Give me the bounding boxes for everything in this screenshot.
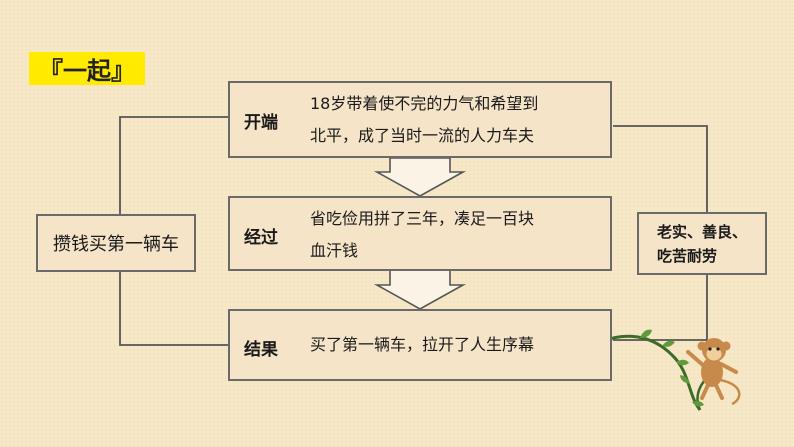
- monkey-icon: [599, 329, 741, 411]
- stage-text-result: 买了第一辆车，拉开了人生序幕: [310, 329, 534, 361]
- down-arrow-2: [373, 269, 467, 310]
- stage-box-beginning: 开端 18岁带着使不完的力气和希望到 北平，成了当时一流的人力车夫: [228, 81, 612, 158]
- stage-label-process: 经过: [244, 228, 278, 248]
- stage-text-line: 买了第一辆车，拉开了人生序幕: [310, 335, 535, 354]
- right-traits-box: 老实、善良、 吃苦耐劳: [637, 212, 767, 275]
- stage-text-line: 18岁带着使不完的力气和希望到: [310, 94, 539, 113]
- left-summary-box: 攒钱买第一辆车: [36, 214, 196, 272]
- stage-box-process: 经过 省吃俭用拼了三年，凑足一百块 血汗钱: [228, 196, 612, 271]
- stage-box-result: 结果 买了第一辆车，拉开了人生序幕: [228, 309, 612, 381]
- stage-text-line: 血汗钱: [310, 241, 359, 260]
- stage-text-beginning: 18岁带着使不完的力气和希望到 北平，成了当时一流的人力车夫: [310, 88, 538, 152]
- stage-text-process: 省吃俭用拼了三年，凑足一百块 血汗钱: [310, 203, 534, 267]
- stage-label-beginning: 开端: [244, 113, 278, 133]
- stage-label-result: 结果: [244, 340, 278, 360]
- stage-text-line: 北平，成了当时一流的人力车夫: [310, 126, 535, 145]
- stage-text-line: 省吃俭用拼了三年，凑足一百块: [310, 209, 535, 228]
- section-title-tag: 『一起』: [29, 52, 145, 85]
- down-arrow-1: [373, 157, 467, 197]
- traits-line: 吃苦耐劳: [656, 246, 717, 265]
- traits-line: 老实、善良、: [656, 222, 747, 241]
- left-summary-text: 攒钱买第一辆车: [53, 234, 179, 255]
- right-traits-text: 老实、善良、 吃苦耐劳: [653, 220, 751, 268]
